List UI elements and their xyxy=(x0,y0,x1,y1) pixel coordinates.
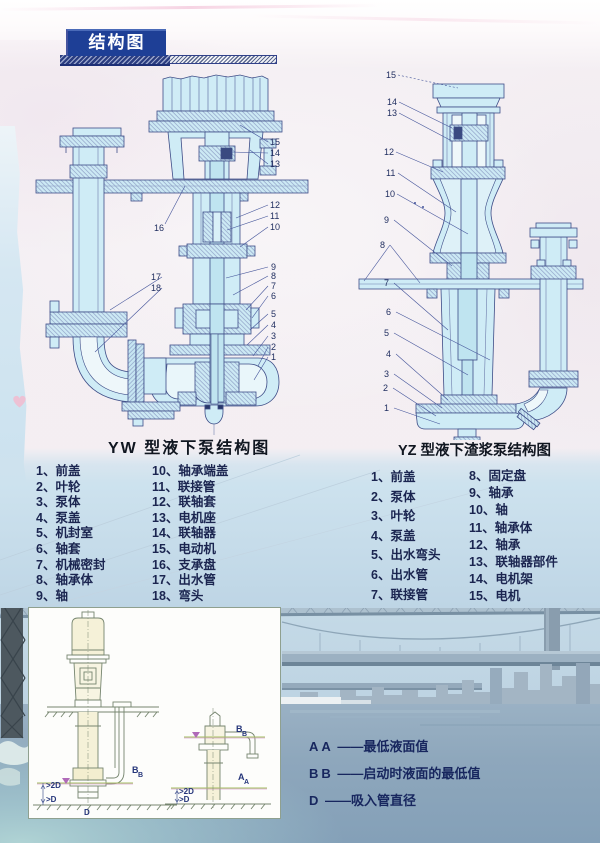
svg-text:18: 18 xyxy=(151,283,161,293)
svg-text:13: 13 xyxy=(270,159,280,169)
svg-text:5: 5 xyxy=(271,309,276,319)
svg-text:6: 6 xyxy=(386,307,391,317)
svg-text:B: B xyxy=(138,772,143,779)
svg-text:14: 14 xyxy=(387,97,397,107)
svg-text:6: 6 xyxy=(271,291,276,301)
svg-text:B: B xyxy=(236,724,243,734)
svg-text:>2D: >2D xyxy=(179,787,194,796)
svg-text:>D: >D xyxy=(46,795,57,804)
svg-text:14: 14 xyxy=(270,148,280,158)
svg-text:5: 5 xyxy=(384,328,389,338)
svg-text:A: A xyxy=(238,772,245,782)
svg-text:15: 15 xyxy=(386,70,396,80)
svg-text:15: 15 xyxy=(270,137,280,147)
svg-text:10: 10 xyxy=(270,222,280,232)
svg-text:9: 9 xyxy=(271,262,276,272)
svg-text:13: 13 xyxy=(387,108,397,118)
svg-text:B: B xyxy=(242,731,247,738)
svg-text:3: 3 xyxy=(384,369,389,379)
svg-text:>D: >D xyxy=(179,795,190,804)
svg-text:B: B xyxy=(132,765,139,775)
svg-text:8: 8 xyxy=(380,240,385,250)
svg-text:4: 4 xyxy=(271,320,276,330)
svg-text:A: A xyxy=(244,779,249,786)
svg-text:11: 11 xyxy=(270,211,279,221)
svg-text:2: 2 xyxy=(383,383,388,393)
svg-text:11: 11 xyxy=(386,168,395,178)
svg-text:4: 4 xyxy=(386,349,391,359)
svg-text:12: 12 xyxy=(270,200,280,210)
svg-text:7: 7 xyxy=(271,281,276,291)
svg-text:2: 2 xyxy=(271,342,276,352)
svg-text:17: 17 xyxy=(151,272,161,282)
svg-text:1: 1 xyxy=(271,352,276,362)
svg-text:3: 3 xyxy=(271,331,276,341)
svg-text:7: 7 xyxy=(384,278,389,288)
svg-text:D: D xyxy=(84,808,90,817)
svg-text:>2D: >2D xyxy=(46,781,61,790)
svg-text:9: 9 xyxy=(384,215,389,225)
svg-text:10: 10 xyxy=(385,189,395,199)
svg-text:1: 1 xyxy=(384,403,389,413)
svg-text:12: 12 xyxy=(384,147,394,157)
svg-text:16: 16 xyxy=(154,223,164,233)
svg-text:8: 8 xyxy=(271,271,276,281)
